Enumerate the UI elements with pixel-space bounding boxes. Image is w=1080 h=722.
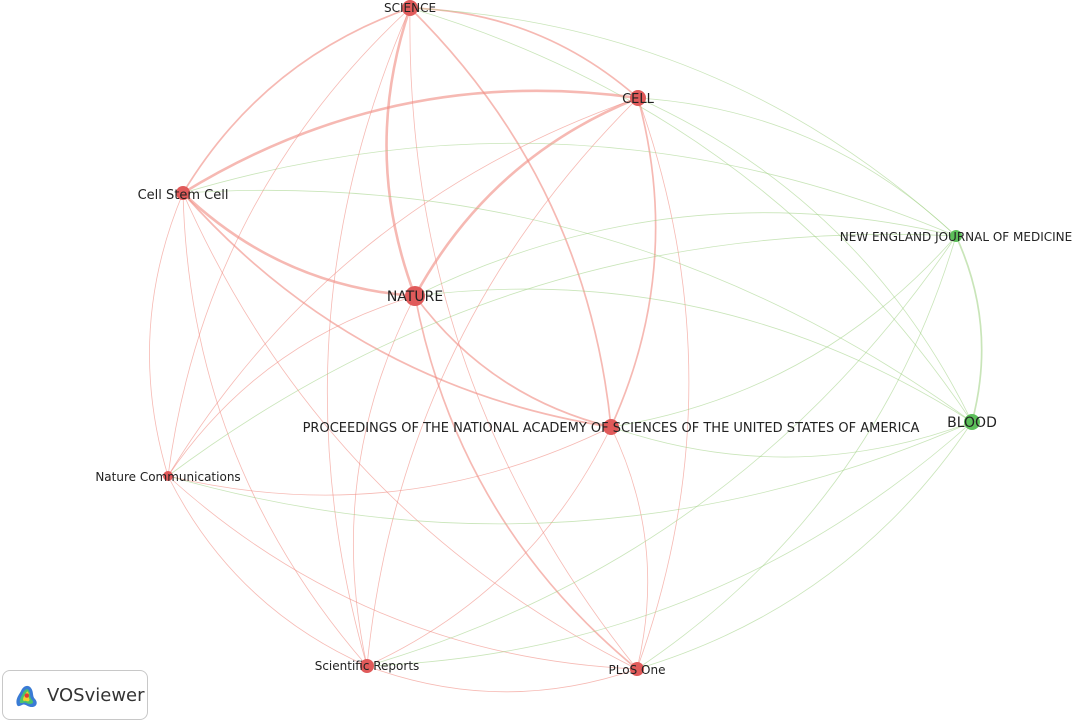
edge-scirep-blood bbox=[366, 421, 973, 667]
brand-name: VOSviewer bbox=[47, 684, 145, 706]
edge-pnas-plos bbox=[610, 426, 649, 670]
edge-nejm-blood bbox=[955, 235, 983, 423]
edge-science-cell bbox=[409, 7, 639, 99]
edge-plos-blood bbox=[636, 421, 973, 670]
edge-science-plos bbox=[409, 7, 638, 670]
node-pnas[interactable] bbox=[603, 419, 619, 435]
edge-cell-nejm bbox=[637, 97, 957, 237]
node-nejm[interactable] bbox=[950, 230, 962, 242]
edge-science-natcomm bbox=[167, 7, 411, 477]
node-label-science: SCIENCE bbox=[384, 1, 436, 15]
edge-cellstem-blood bbox=[182, 189, 973, 423]
edge-nature-natcomm bbox=[167, 295, 416, 477]
node-label-scirep: Scientific Reports bbox=[315, 659, 420, 673]
vosviewer-badge[interactable]: VOSviewer bbox=[2, 670, 148, 720]
edge-cell-natcomm bbox=[167, 97, 639, 477]
node-cell[interactable] bbox=[630, 90, 646, 106]
edge-nature-blood bbox=[414, 288, 973, 423]
edge-science-cellstem bbox=[182, 7, 411, 194]
node-label-natcomm: Nature Communications bbox=[95, 470, 240, 484]
edge-plos-nejm bbox=[636, 235, 957, 670]
node-label-blood: BLOOD bbox=[947, 415, 997, 431]
node-label-nature: NATURE bbox=[387, 289, 443, 305]
edge-pnas-nejm bbox=[610, 235, 957, 428]
node-layer bbox=[163, 0, 980, 676]
edge-cell-nature bbox=[413, 96, 639, 297]
edge-science-scirep bbox=[326, 7, 411, 667]
node-label-plos: PLoS One bbox=[609, 663, 666, 677]
node-label-cell: CELL bbox=[622, 92, 655, 107]
edge-pnas-blood bbox=[610, 421, 973, 458]
edge-cellstem-plos bbox=[182, 192, 638, 670]
edge-cellstem-nature bbox=[182, 192, 416, 298]
edge-cellstem-nejm bbox=[182, 142, 957, 237]
edge-nature-scirep bbox=[353, 295, 416, 667]
edge-natcomm-blood bbox=[167, 421, 973, 525]
edge-pnas-natcomm bbox=[167, 426, 612, 496]
node-label-pnas: PROCEEDINGS OF THE NATIONAL ACADEMY OF S… bbox=[303, 421, 920, 436]
edge-cell-cellstem bbox=[182, 89, 639, 195]
edge-cellstem-scirep bbox=[182, 192, 368, 667]
node-cellstem[interactable] bbox=[176, 186, 190, 200]
edge-natcomm-scirep bbox=[167, 475, 368, 667]
edge-nature-plos bbox=[414, 295, 638, 670]
edge-cell-blood bbox=[637, 97, 973, 423]
edge-cellstem-natcomm bbox=[149, 192, 184, 477]
edge-cell-plos bbox=[636, 97, 690, 670]
node-nature[interactable] bbox=[405, 286, 425, 306]
edge-natcomm-plos bbox=[167, 475, 638, 670]
node-blood[interactable] bbox=[964, 414, 980, 430]
node-label-cellstem: Cell Stem Cell bbox=[138, 188, 229, 203]
node-science[interactable] bbox=[402, 0, 418, 16]
edge-natcomm-nejm bbox=[167, 233, 957, 477]
node-natcomm[interactable] bbox=[163, 471, 173, 481]
node-plos[interactable] bbox=[630, 662, 644, 676]
edge-scirep-plos bbox=[366, 665, 638, 693]
edge-scirep-nejm bbox=[366, 235, 957, 667]
edge-nature-nejm bbox=[414, 212, 957, 297]
edge-layer bbox=[149, 7, 983, 693]
edge-cellstem-pnas bbox=[182, 192, 612, 428]
edge-cell-pnas bbox=[610, 97, 657, 428]
edge-science-blood bbox=[409, 7, 973, 423]
edge-science-pnas bbox=[409, 7, 612, 428]
vosviewer-logo-icon bbox=[16, 685, 37, 707]
edge-cell-scirep bbox=[366, 97, 639, 667]
edge-pnas-scirep bbox=[366, 426, 612, 667]
edge-science-nature bbox=[385, 7, 417, 297]
node-scirep[interactable] bbox=[360, 659, 374, 673]
node-label-nejm: NEW ENGLAND JOURNAL OF MEDICINE bbox=[840, 230, 1072, 244]
edge-science-nejm bbox=[409, 7, 957, 237]
edge-nature-pnas bbox=[414, 295, 612, 428]
